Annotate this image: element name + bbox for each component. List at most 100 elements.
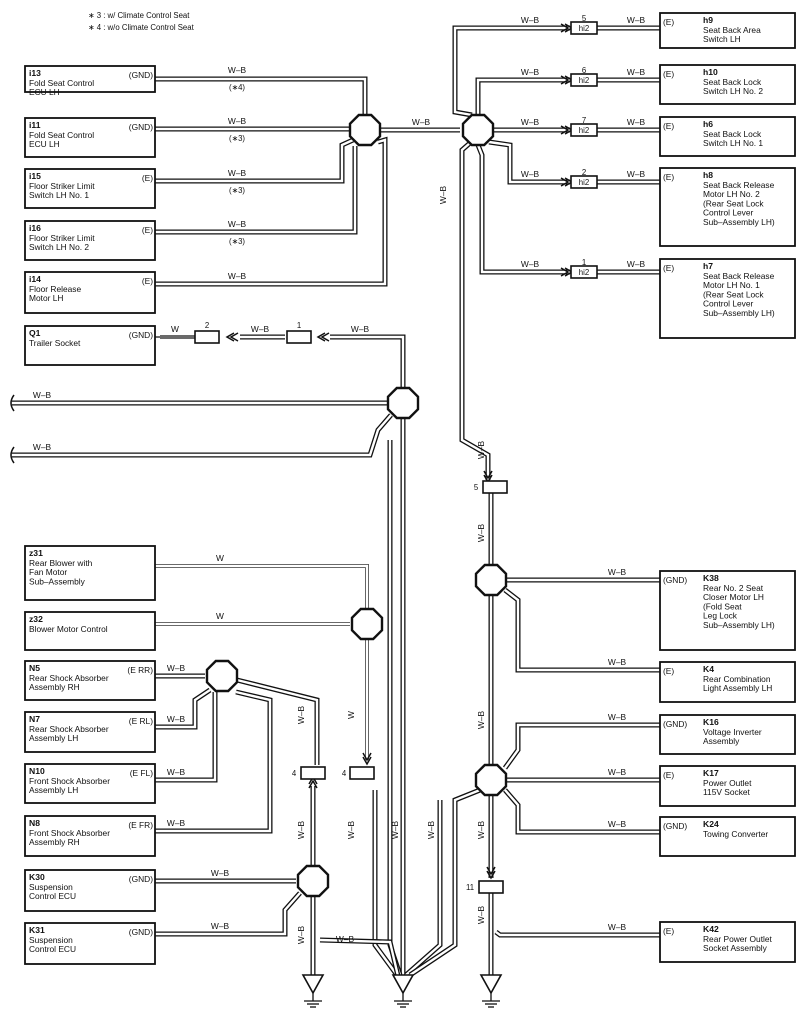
wire-core	[373, 790, 398, 976]
component-name: Control Lever	[703, 299, 753, 309]
component-name: Assembly RH	[29, 837, 80, 847]
wire	[503, 588, 660, 673]
option-note: (∗3)	[229, 134, 245, 143]
wire-color-label: W–B	[412, 117, 431, 127]
component-name: Floor Release	[29, 284, 81, 294]
component-name: (Rear Seat Lock	[703, 289, 764, 299]
inline-connector	[570, 73, 598, 87]
connector-pin: 5	[474, 483, 479, 492]
component-name: Assembly RH	[29, 682, 80, 692]
terminal-label: (GND)	[129, 927, 153, 937]
wire-color-label: W–B	[476, 711, 486, 730]
wire-color-label: W–B	[521, 67, 540, 77]
wire-core	[236, 678, 319, 765]
component-box-z32	[24, 611, 156, 651]
option-note: (∗3)	[229, 237, 245, 246]
terminal-label: (E FR)	[128, 820, 153, 830]
inline-connector	[482, 480, 508, 494]
wire-color-label: W–B	[608, 712, 627, 722]
component-name: Towing Converter	[703, 829, 768, 839]
nodes-layer	[10, 12, 796, 1008]
wire-color-label: W–B	[351, 324, 370, 334]
wire-color-label: W–B	[167, 767, 186, 777]
terminal-label: (E)	[663, 121, 674, 131]
wire-color-label: W–B	[251, 324, 270, 334]
wire-color-label: W–B	[228, 271, 247, 281]
component-name: Control ECU	[29, 891, 76, 901]
component-name: Switch LH No. 1	[29, 190, 89, 200]
component-name: Rear Power Outlet	[703, 934, 773, 944]
wire-color-label: W–B	[438, 186, 448, 205]
component-name: Rear No. 2 Seat	[703, 583, 764, 593]
wire-color-label: W–B	[296, 821, 306, 840]
wire	[12, 413, 393, 458]
component-name: Control Lever	[703, 208, 753, 218]
wire-color-label: W–B	[211, 868, 230, 878]
terminal-label: (E)	[663, 69, 674, 79]
component-box-i13	[24, 65, 156, 93]
component-name: Voltage Inverter	[703, 727, 762, 737]
component-code: K31	[29, 925, 45, 935]
splice-point	[296, 864, 330, 898]
wire	[155, 76, 368, 115]
terminal-label: (E)	[663, 17, 674, 27]
wire	[503, 788, 660, 835]
wire-color-label: W	[346, 711, 356, 719]
component-name: Socket Assembly	[703, 943, 768, 953]
wire-color-label: W	[216, 611, 224, 621]
wire-color-label: W–B	[228, 65, 247, 75]
component-box-n8	[24, 815, 156, 857]
wire-core	[476, 78, 570, 115]
connector-code: hi2	[579, 178, 589, 187]
component-name: Assembly	[703, 736, 740, 746]
component-code: K16	[703, 717, 719, 727]
component-box-i16	[24, 220, 156, 261]
component-name: Rear Shock Absorber	[29, 724, 109, 734]
component-name: Front Shock Absorber	[29, 828, 110, 838]
component-name: Suspension	[29, 935, 73, 945]
wire-color-label: W–B	[296, 706, 306, 725]
wire-color-label: W	[171, 324, 179, 334]
component-box-h8	[659, 167, 796, 247]
wire	[155, 137, 355, 184]
component-name: Seat Back Release	[703, 180, 775, 190]
wire-core	[12, 414, 392, 457]
terminal-label: (E)	[663, 263, 674, 273]
component-box-h6	[659, 116, 796, 157]
component-name: Floor Striker Limit	[29, 181, 95, 191]
wire-core	[460, 142, 490, 480]
connector-code: hi2	[579, 76, 589, 85]
component-name: Seat Back Area	[703, 25, 761, 35]
wire-color-label: W–B	[627, 67, 646, 77]
wire-core	[495, 931, 660, 937]
wire-color-label: W–B	[608, 567, 627, 577]
wire	[452, 25, 570, 118]
wire-core	[155, 689, 211, 729]
wire-core	[319, 938, 400, 977]
wire-color-label: W–B	[390, 821, 400, 840]
ground-symbol	[479, 974, 503, 995]
terminal-label: (E)	[663, 666, 674, 676]
wire-color-label: W–B	[296, 926, 306, 945]
wire	[387, 440, 403, 976]
terminal-label: (E)	[663, 770, 674, 780]
inline-connector	[570, 175, 598, 189]
component-code: N8	[29, 818, 40, 828]
arrow-marker	[225, 332, 239, 342]
component-name: Switch LH No. 1	[703, 138, 763, 148]
wire-color-label: W–B	[521, 15, 540, 25]
wire-color-label: W–B	[211, 921, 230, 931]
splice-point	[461, 113, 495, 147]
connector-pin: 11	[466, 883, 474, 892]
component-name: Switch LH No. 2	[29, 242, 89, 252]
white-wire	[155, 564, 369, 610]
terminal-label: (E)	[142, 276, 153, 286]
wire	[475, 144, 570, 275]
splice-point	[386, 386, 420, 420]
terminal-label: (E)	[663, 172, 674, 182]
component-box-k42	[659, 921, 796, 963]
inline-connector	[570, 123, 598, 137]
inline-connector	[194, 330, 220, 344]
component-name: Closer Motor LH	[703, 592, 764, 602]
